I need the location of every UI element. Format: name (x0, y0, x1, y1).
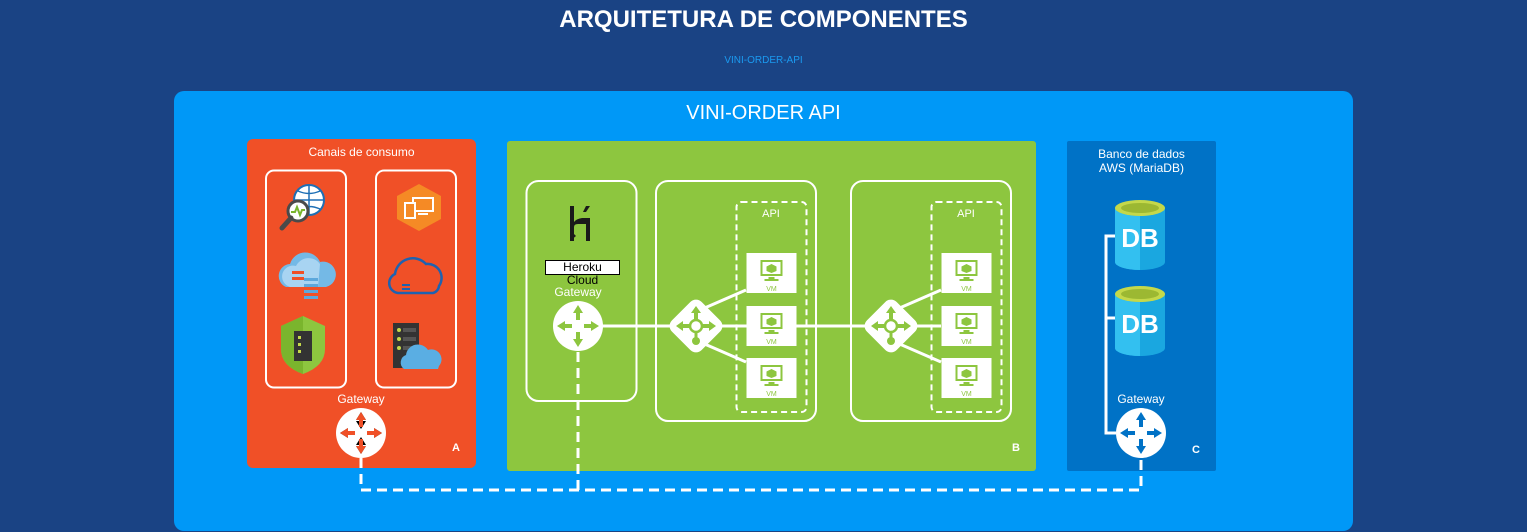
zone-a-gateway-label: Gateway (337, 392, 385, 406)
subtitle-link[interactable]: VINI-ORDER-API (724, 55, 803, 66)
channels-group-right (375, 169, 457, 389)
zone-c-title-line2: AWS (MariaDB) (1099, 161, 1184, 175)
vm-label: VM (766, 339, 777, 346)
db-gateway-router-icon[interactable] (1116, 408, 1166, 458)
zone-c-letter: C (1192, 444, 1200, 456)
vm-label: VM (961, 391, 972, 398)
vm-label: VM (961, 339, 972, 346)
zone-c-title-line1: Banco de dados (1098, 147, 1185, 161)
heroku-gateway-router-icon[interactable] (553, 301, 603, 351)
server-cloud-icon (393, 323, 442, 369)
api-label: API (957, 208, 975, 220)
zone-c-gateway-label: Gateway (1117, 392, 1165, 406)
heroku-gateway-label: Gateway (554, 285, 602, 299)
web-monitor-icon (279, 184, 325, 231)
heroku-cloud-label: Heroku Cloud (545, 260, 620, 287)
api-cluster-1 (655, 180, 817, 422)
page-title: ARQUITETURA DE COMPONENTES (559, 6, 968, 33)
vm-label: VM (766, 391, 777, 398)
load-balancer-icon[interactable] (665, 295, 727, 357)
vm-label: VM (766, 286, 777, 293)
load-balancer-icon[interactable] (860, 295, 922, 357)
api-label: API (762, 208, 780, 220)
zone-a-letter: A (452, 442, 460, 454)
api-group-2 (930, 201, 1003, 413)
gateway-connector-line (359, 458, 1143, 492)
desktop-network-icon (397, 184, 441, 231)
zone-a-title: Canais de consumo (308, 145, 415, 159)
heroku-box (525, 180, 638, 402)
cloud-outline-icon (388, 257, 443, 295)
database-icon[interactable] (1115, 200, 1165, 270)
cloud-storage-icon (278, 252, 336, 299)
zone-b-letter: B (1012, 442, 1020, 454)
database-icon[interactable] (1115, 286, 1165, 356)
shield-server-icon (281, 316, 325, 374)
channels-group-left (265, 169, 347, 389)
gateway-router-icon[interactable] (336, 408, 386, 458)
api-cluster-2 (850, 180, 1012, 422)
api-group-1 (735, 201, 808, 413)
heroku-logo-icon (570, 206, 590, 241)
db-connector-line (1104, 234, 1116, 435)
vm-label: VM (961, 286, 972, 293)
main-panel-title: VINI-ORDER API (686, 102, 841, 124)
